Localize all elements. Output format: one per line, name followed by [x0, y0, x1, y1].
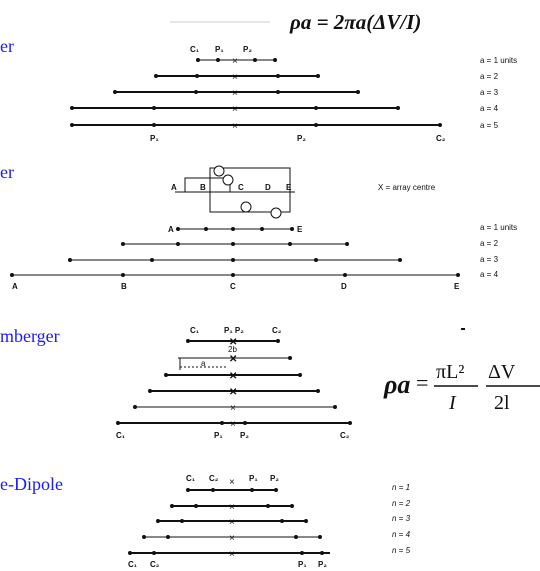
- wenner-label-p1: P₁: [215, 45, 224, 54]
- bottom-label-d: D: [341, 282, 347, 291]
- svg-text:×: ×: [232, 72, 238, 83]
- title-wenner: er: [0, 36, 14, 56]
- formula-lhs: ρa: [383, 370, 410, 399]
- bottom-label-e: E: [454, 282, 460, 291]
- formula-den1: I: [448, 392, 457, 414]
- svg-text:×: ×: [232, 104, 238, 115]
- bottom-label-b: B: [121, 282, 127, 291]
- dipole-top-c2: C₂: [209, 474, 219, 483]
- title-schlumberger: mberger: [0, 326, 60, 346]
- dipole-bottom-p2: P₂: [318, 560, 327, 569]
- schl-bottom-p1: P₁: [214, 431, 223, 440]
- dipole-legend-5: n = 5: [392, 546, 411, 555]
- meter-icon: [270, 207, 282, 219]
- schl-bottom-p2: P₂: [240, 431, 249, 440]
- schlumberger-diagram: C₁ P₁ P₂ C₂ ✕ 2b a ✕ ✕ ✕ × × C₁ P₁ P₂ C₂: [116, 326, 352, 440]
- schl-bottom-c2: C₂: [340, 431, 350, 440]
- square-legend-1: a = 1 units: [480, 223, 517, 232]
- svg-text:×: ×: [232, 56, 238, 67]
- svg-text:✕: ✕: [229, 371, 237, 382]
- bottom-label-a: A: [12, 282, 18, 291]
- wenner-legend-5: a = 5: [480, 121, 499, 130]
- wenner-legend-2: a = 2: [480, 72, 499, 81]
- wenner-legend-4: a = 4: [480, 104, 499, 113]
- dipole-legend-4: n = 4: [392, 530, 411, 539]
- svg-text:✕: ✕: [229, 354, 237, 365]
- formula-equals: =: [416, 370, 428, 395]
- svg-text:×: ×: [229, 533, 235, 544]
- schl-top-c2: C₂: [272, 326, 282, 335]
- formula-num1: πL²: [436, 361, 464, 383]
- schl-2b-label: 2b: [228, 345, 237, 354]
- wenner-label-p2: P₂: [243, 45, 252, 54]
- svg-text:×: ×: [229, 517, 235, 528]
- box-label-c: C: [238, 183, 244, 192]
- schl-top-p1p2: P₁ P₂: [224, 326, 244, 335]
- box-label-e: E: [286, 183, 292, 192]
- schl-bottom-c1: C₁: [116, 431, 126, 440]
- schlumberger-formula: ρa = πL² I ΔV 2l: [383, 361, 540, 414]
- schl-a-label: a: [201, 359, 206, 368]
- formula-den2: 2l: [494, 392, 510, 414]
- wenner-formula: ρa = 2πa(ΔV/I): [289, 10, 421, 34]
- svg-text:✕: ✕: [229, 337, 237, 348]
- wenner-diagram: C₁ P₁ P₂ × × × × × P₁ P₂ C₂ a = 1 units …: [70, 45, 517, 143]
- wenner-bottom-p2: P₂: [297, 134, 306, 143]
- wenner-bottom-p1: P₁: [150, 134, 159, 143]
- dipole-legend-1: n = 1: [392, 483, 410, 492]
- line1-label-a: A: [168, 225, 174, 234]
- square-legend-2: a = 2: [480, 239, 499, 248]
- array-centre-note: X = array centre: [378, 183, 436, 192]
- square-legend-3: a = 3: [480, 255, 499, 264]
- svg-text:×: ×: [229, 477, 235, 488]
- wenner-legend-1: a = 1 units: [480, 56, 517, 65]
- schl-top-c1: C₁: [190, 326, 200, 335]
- dipole-legend-2: n = 2: [392, 499, 411, 508]
- dipole-top-p1: P₁: [249, 474, 258, 483]
- meter-icon: [213, 165, 225, 177]
- meter-icon: [222, 174, 234, 186]
- svg-text:×: ×: [232, 88, 238, 99]
- box-label-a: A: [171, 183, 177, 192]
- bottom-label-c: C: [230, 282, 236, 291]
- dipole-top-p2: P₂: [270, 474, 279, 483]
- line1-label-e: E: [297, 225, 303, 234]
- svg-text:×: ×: [230, 403, 236, 414]
- box-label-b: B: [200, 183, 206, 192]
- meter-icon: [240, 201, 252, 213]
- wenner-legend-3: a = 3: [480, 88, 499, 97]
- wenner-bottom-c2: C₂: [436, 134, 446, 143]
- svg-text:✕: ✕: [229, 387, 237, 398]
- dipole-bottom-p1: P₁: [298, 560, 307, 569]
- svg-text:×: ×: [229, 549, 235, 560]
- box-label-d: D: [265, 183, 271, 192]
- svg-text:×: ×: [229, 502, 235, 513]
- dipole-bottom-c2: C₂: [150, 560, 160, 569]
- array-centre-diagram: A B C D E X = array centre A E A B C D E…: [10, 165, 517, 291]
- dipole-legend-3: n = 3: [392, 514, 411, 523]
- svg-text:×: ×: [232, 121, 238, 132]
- wenner-label-c1: C₁: [190, 45, 200, 54]
- title-second-wenner: er: [0, 162, 14, 182]
- dipole-top-c1: C₁: [186, 474, 196, 483]
- dipole-dipole-diagram: C₁ C₂ P₁ P₂ × × × × × C₁ C₂ P₁ P₂ n = 1 …: [128, 474, 411, 569]
- formula-num2: ΔV: [488, 361, 516, 383]
- svg-text:×: ×: [230, 419, 236, 430]
- square-legend-4: a = 4: [480, 270, 499, 279]
- title-dipole-dipole: e-Dipole: [0, 474, 63, 494]
- dipole-bottom-c1: C₁: [128, 560, 138, 569]
